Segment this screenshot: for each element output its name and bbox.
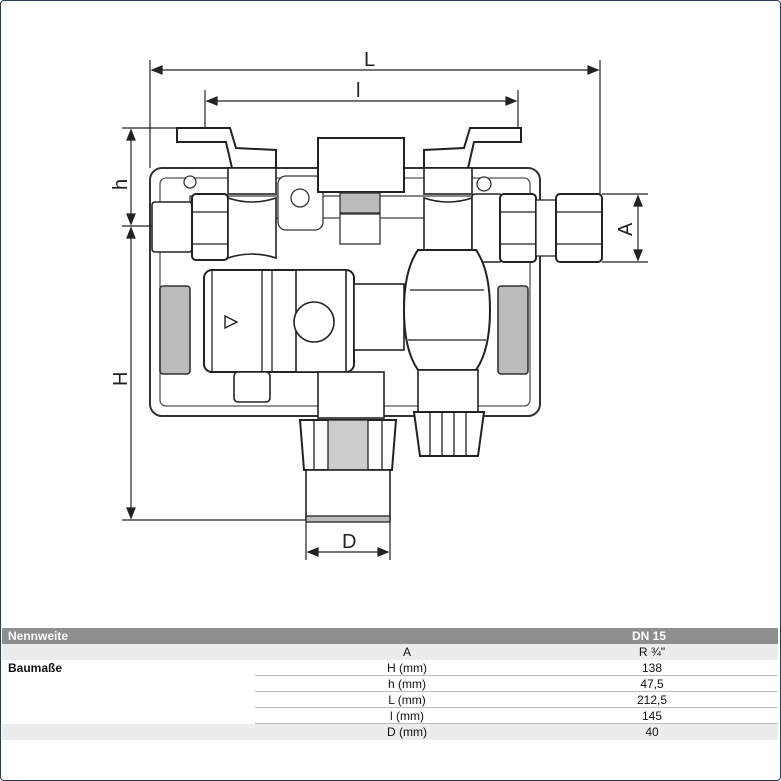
row-param: h (mm) [388, 677, 426, 691]
center-top-box [317, 137, 405, 193]
table-row: A R ¾" [2, 644, 778, 660]
table-header: Nennweite DN 15 [2, 628, 778, 644]
right-valve-handle [423, 127, 522, 195]
table-row: L (mm) 212,5 [2, 692, 778, 708]
dim-label-l: l [356, 80, 360, 102]
right-valve-body [402, 249, 492, 457]
right-fitting [423, 193, 603, 263]
dim-label-h: h [110, 179, 132, 190]
dim-label-A: A [615, 222, 637, 236]
group-label: Baumaße [8, 661, 63, 675]
row-param: l (mm) [390, 709, 424, 723]
technical-drawing: L l h H A D [110, 49, 648, 560]
table-row: D (mm) 40 [2, 724, 778, 740]
dim-label-D: D [342, 531, 356, 553]
bottom-knob [298, 371, 398, 523]
row-value: 47,5 [640, 677, 664, 691]
dim-label-H: H [110, 372, 132, 386]
row-param: D (mm) [387, 725, 427, 739]
row-param: A [402, 645, 411, 659]
left-valve-handle [176, 127, 277, 195]
table-row: l (mm) 145 [2, 708, 778, 724]
spec-table: Nennweite DN 15 A R ¾" Baumaße H (mm) 13… [2, 628, 778, 740]
row-value: 138 [641, 661, 663, 675]
dim-label-L: L [364, 49, 375, 71]
header-value: DN 15 [632, 629, 667, 643]
right-slot [497, 285, 529, 375]
table-row: h (mm) 47,5 [2, 676, 778, 692]
row-value: R ¾" [638, 645, 666, 659]
left-fitting [151, 193, 277, 261]
row-value: 145 [641, 709, 663, 723]
left-slot [159, 285, 191, 375]
pump-body [203, 269, 405, 403]
header-label: Nennweite [8, 629, 69, 643]
row-value: 212,5 [636, 693, 668, 707]
table-row: Baumaße H (mm) 138 [2, 660, 778, 676]
row-param: H (mm) [387, 661, 427, 675]
row-param: L (mm) [388, 693, 426, 707]
row-value: 40 [645, 725, 659, 739]
